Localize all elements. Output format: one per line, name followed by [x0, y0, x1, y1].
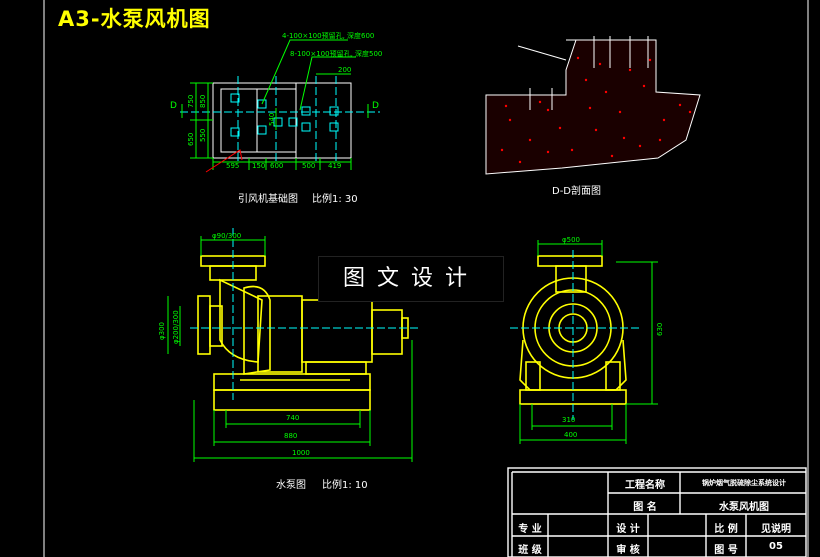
pump-side-center — [510, 250, 640, 420]
project-label: 工程名称 — [625, 480, 665, 491]
foundation-dim-top: 200 — [338, 66, 351, 74]
review-label: 审 核 — [616, 545, 640, 556]
pump-dim-base2: 880 — [284, 432, 297, 440]
ratio-label: 比 例 — [714, 524, 738, 535]
foundation-dim-h4: 500 — [302, 162, 315, 170]
pump-front-dims — [167, 236, 413, 462]
side-dim-height: 630 — [656, 323, 664, 336]
page-title: A3-水泵风机图 — [58, 7, 211, 31]
ratio-value: 见说明 — [761, 524, 791, 535]
class-label: 班 级 — [518, 545, 542, 556]
foundation-dim-v2: 850 — [199, 95, 207, 108]
major-label: 专 业 — [518, 524, 542, 535]
drawing-frame — [43, 0, 809, 557]
pump-dim-total: 1000 — [292, 449, 310, 457]
pump-dim-flange-top: φ90/300 — [212, 232, 241, 240]
section-mark-left: D — [170, 101, 177, 111]
side-dim-base2: 400 — [564, 431, 577, 439]
number-label: 图 号 — [714, 545, 738, 556]
pump-side-dims — [519, 240, 658, 444]
project-value: 锅炉烟气脱硫除尘系统设计 — [702, 479, 786, 487]
pump-caption: 水泵图 — [276, 480, 306, 491]
drawing-value: 水泵风机图 — [719, 502, 769, 513]
foundation-note-1: 4-100×100预留孔, 深度600 — [282, 31, 374, 40]
pump-front-view — [197, 255, 409, 411]
foundation-scale: 比例1: 30 — [312, 194, 358, 205]
drawing-label: 图 名 — [633, 502, 657, 513]
foundation-dim-inner: 540 — [268, 113, 276, 126]
pump-dim-base1: 740 — [286, 414, 299, 422]
pump-front-center — [190, 228, 420, 400]
foundation-dim-h5: 419 — [328, 162, 341, 170]
pump-dim-flange-left2: φ200/300 — [172, 310, 180, 344]
foundation-dim-v4: 650 — [187, 133, 195, 146]
foundation-dim-h1: 595 — [226, 162, 239, 170]
foundation-plan — [180, 39, 380, 173]
watermark-stamp: 图文设计 — [318, 256, 504, 302]
foundation-note-2: 8-100×100预留孔, 深度500 — [290, 49, 382, 58]
section-caption: D-D剖面图 — [552, 186, 602, 197]
foundation-dim-h3: 600 — [270, 162, 283, 170]
foundation-dim-h2: 150 — [252, 162, 265, 170]
title-block-grid — [507, 467, 807, 557]
foundation-dim-v3: 550 — [199, 129, 207, 142]
design-label: 设 计 — [616, 524, 640, 535]
pump-scale: 比例1: 10 — [322, 480, 368, 491]
section-dd — [485, 36, 701, 175]
pump-dim-flange-left: φ300 — [158, 322, 166, 340]
side-dim-top: φ500 — [562, 236, 580, 244]
foundation-caption: 引风机基础图 — [238, 194, 298, 205]
section-mark-right: D — [372, 101, 379, 111]
foundation-dim-v1: 750 — [187, 95, 195, 108]
side-dim-base1: 310 — [562, 416, 575, 424]
number-value: 05 — [769, 541, 783, 552]
